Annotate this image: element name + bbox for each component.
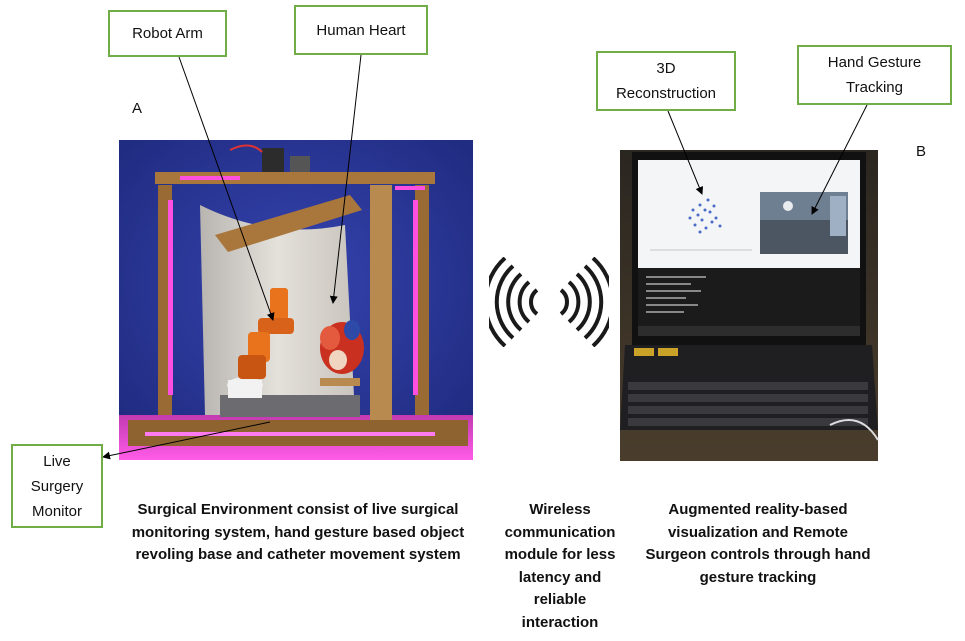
arrow-live-monitor — [102, 421, 271, 460]
arrow-3d-reconstruction — [667, 110, 704, 195]
label-human-heart: Human Heart — [294, 5, 428, 55]
label-robot-arm: Robot Arm — [108, 10, 227, 57]
caption-wireless-module: Wireless communication module for less l… — [504, 501, 616, 631]
panel-letter-a: A — [132, 100, 143, 117]
label-live-surgery-monitor: Live Surgery Monitor — [11, 444, 103, 528]
caption-surgical-environment: Surgical Environment consist of live sur… — [131, 501, 465, 563]
label-hand-gesture-tracking: Hand Gesture Tracking — [797, 45, 952, 105]
arrow-human-heart — [329, 54, 362, 304]
arrow-robot-arm — [178, 56, 275, 321]
wireless-signal-icon — [489, 257, 609, 347]
panel-letter-b: B — [916, 143, 927, 160]
arrow-hand-gesture — [811, 104, 868, 215]
caption-ar-visualization: Augmented reality-based visualization an… — [645, 501, 871, 586]
label-3d-reconstruction: 3D Reconstruction — [596, 51, 736, 111]
